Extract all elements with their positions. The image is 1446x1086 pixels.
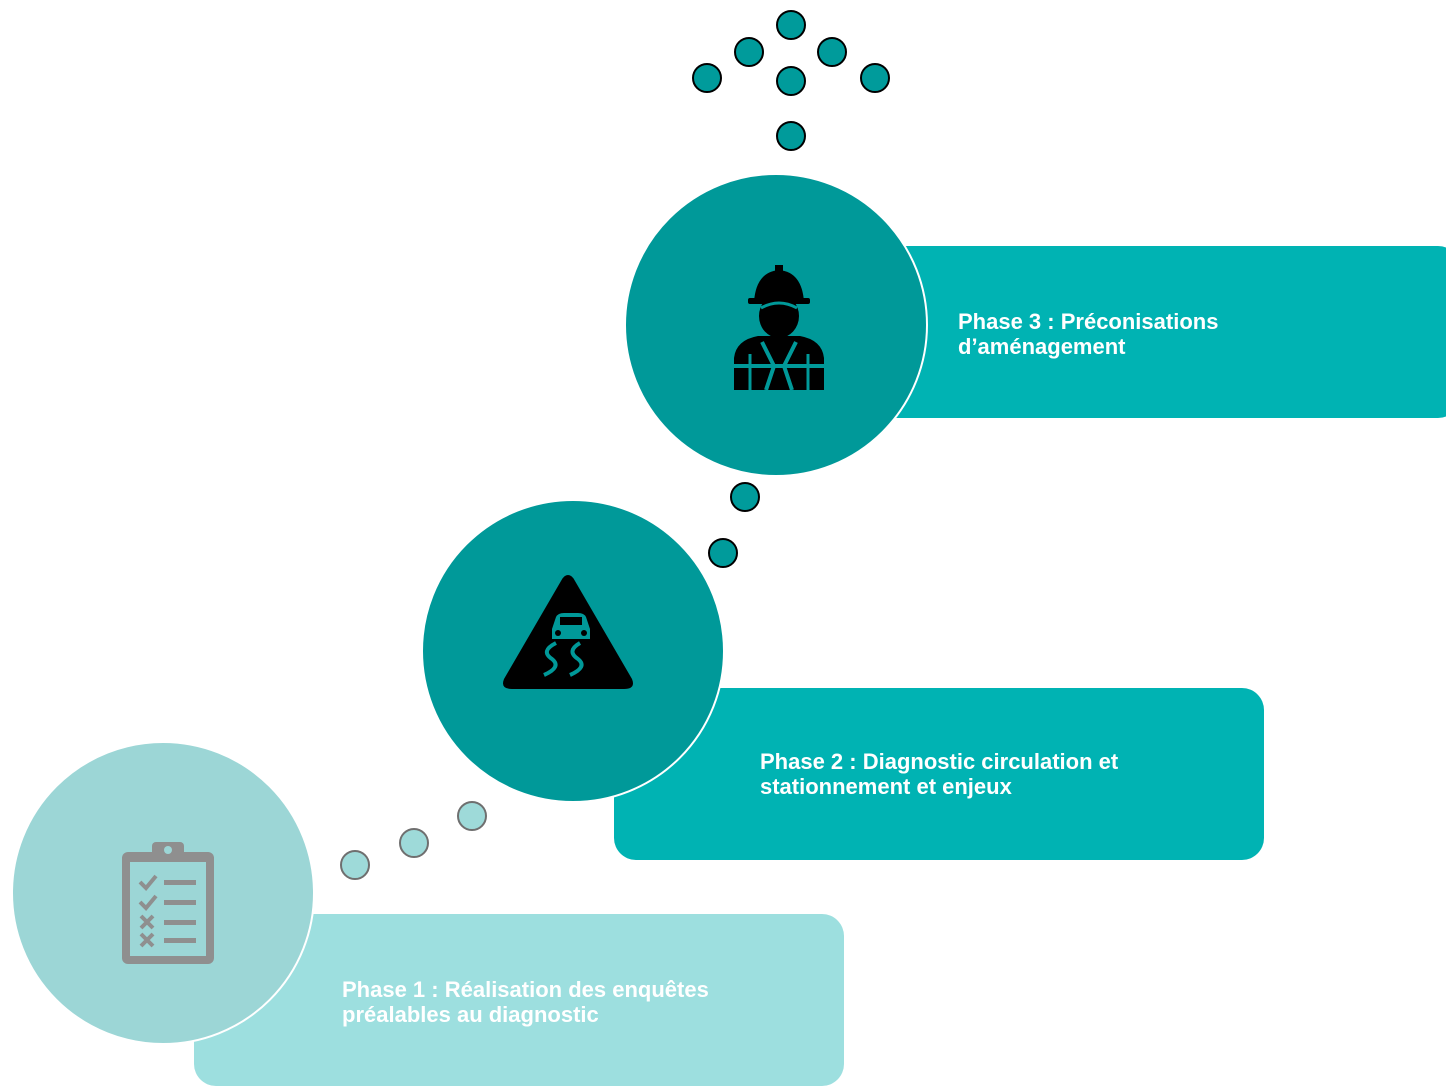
arrow-dot xyxy=(776,10,806,40)
connector-dot xyxy=(340,850,370,880)
construction-worker-icon xyxy=(734,265,824,391)
arrow-dot xyxy=(734,37,764,67)
phase-2-label: Phase 2 : Diagnostic circulation et stat… xyxy=(760,749,1119,799)
phase-3-label: Phase 3 : Préconisations d’aménagement xyxy=(958,309,1219,359)
arrow-dot xyxy=(860,63,890,93)
connector-dot xyxy=(730,482,760,512)
clipboard-checklist-icon xyxy=(122,842,214,964)
phase-2-card xyxy=(614,688,1264,860)
connector-dot xyxy=(399,828,429,858)
arrow-dot xyxy=(776,66,806,96)
arrow-dot xyxy=(776,121,806,151)
arrow-dot xyxy=(817,37,847,67)
connector-dot xyxy=(708,538,738,568)
slippery-road-warning-icon xyxy=(503,575,633,689)
arrow-dot xyxy=(692,63,722,93)
phase-1-label: Phase 1 : Réalisation des enquêtes préal… xyxy=(342,977,709,1027)
connector-dot xyxy=(457,801,487,831)
